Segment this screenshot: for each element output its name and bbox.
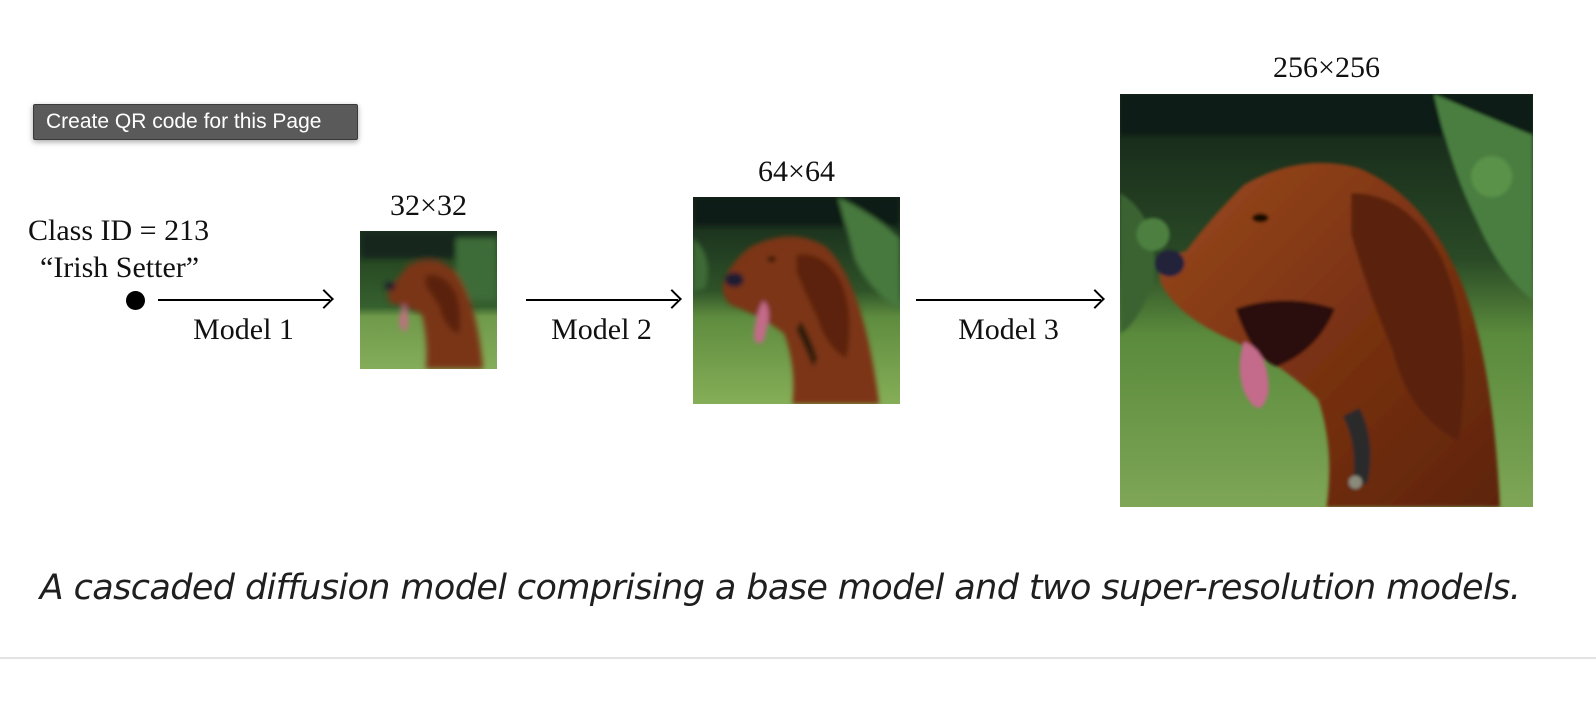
dog-image-256 xyxy=(1120,94,1533,507)
section-divider xyxy=(0,657,1596,659)
arrow-icon xyxy=(916,299,1101,301)
class-name-label: “Irish Setter” xyxy=(40,251,200,284)
resolution-32-label: 32×32 xyxy=(390,189,467,222)
class-id-label: Class ID = 213 xyxy=(28,214,210,247)
input-dot-icon xyxy=(126,291,145,310)
model-2-label: Model 2 xyxy=(551,313,652,346)
model-1-label: Model 1 xyxy=(193,313,294,346)
model-3-label: Model 3 xyxy=(958,313,1059,346)
dog-image-64 xyxy=(693,197,900,404)
figure-caption: A cascaded diffusion model comprising a … xyxy=(39,568,1521,608)
qr-code-tooltip: Create QR code for this Page xyxy=(33,104,358,140)
arrow-icon xyxy=(158,299,330,301)
dog-image-32 xyxy=(360,231,497,369)
resolution-64-label: 64×64 xyxy=(758,155,835,188)
resolution-256-label: 256×256 xyxy=(1273,51,1380,84)
arrow-icon xyxy=(526,299,678,301)
